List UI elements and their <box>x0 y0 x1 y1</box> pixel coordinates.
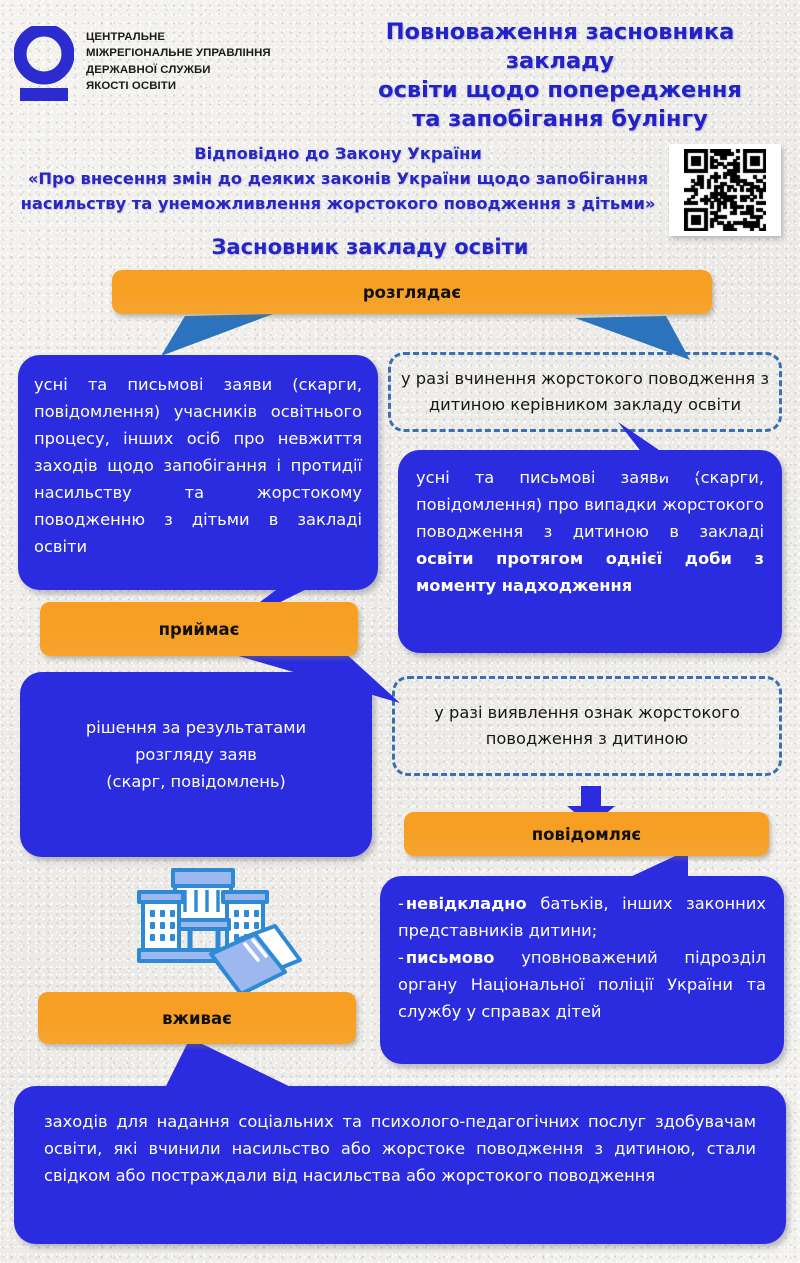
qr-code[interactable] <box>669 144 781 236</box>
left-applications-text: усні та письмові заяви (скарги, повідомл… <box>34 375 362 556</box>
left-applications-box: усні та письмові заяви (скарги, повідомл… <box>18 355 378 590</box>
bullet-1-bold: невідкладно <box>405 894 527 913</box>
right-applications-box: усні та письмові заяви (скарги, повідомл… <box>398 450 782 653</box>
action-takes-label: вживає <box>162 1008 232 1028</box>
arrow-reviews-to-dashed-box <box>575 316 690 360</box>
decisions-line-2: розгляду заяв <box>135 745 257 764</box>
arrow-right-box-to-dashed-box-1 <box>618 422 700 478</box>
right-applications-text-normal: усні та письмові заяви (скарги, повідомл… <box>416 468 764 541</box>
page-title-line-1: Повноваження засновника закладу <box>385 19 735 74</box>
action-accepts-label: приймає <box>158 619 240 639</box>
action-accepts-button[interactable]: приймає <box>40 602 358 656</box>
measures-text: заходів для надання соціальних та психол… <box>44 1112 756 1185</box>
page-title: Повноваження засновника закладу освіти щ… <box>330 18 790 134</box>
list-item: -письмово уповноважений підрозділ органу… <box>398 944 766 1025</box>
section-title: Засновник закладу освіти <box>211 235 529 259</box>
arrow-takes-to-measures-box <box>162 1038 305 1094</box>
action-reviews-button[interactable]: розглядає <box>112 270 712 314</box>
bullet-1-rest: батьків, інших законних представників ди… <box>398 894 766 940</box>
action-takes-button[interactable]: вживає <box>38 992 356 1044</box>
right-applications-text-bold: освіти протягом однієї доби з моменту на… <box>416 549 764 595</box>
page-title-line-2: освіти щодо попередження <box>378 77 742 103</box>
ring-and-bar-logo-icon <box>13 22 75 108</box>
arrow-reviews-to-left-box <box>161 314 273 356</box>
bullet-dash-icon: - <box>398 894 404 913</box>
condition-cruelty-by-head-box: у разі вчинення жорстокого поводження з … <box>388 352 782 432</box>
action-reviews-label: розглядає <box>362 282 462 302</box>
arrow-right-box-to-accepts <box>235 651 400 703</box>
condition-signs-detected-box: у разі виявлення ознак жорстокого поводж… <box>392 676 782 776</box>
logo-line-2: МІЖРЕГІОНАЛЬНЕ УПРАВЛІННЯ <box>86 47 271 60</box>
list-item: -невідкладно батьків, інших законних пре… <box>398 890 766 944</box>
law-reference-line-2: «Про внесення змін до деяких законів Укр… <box>27 169 649 188</box>
decisions-box: рішення за результатами розгляду заяв (с… <box>20 672 372 857</box>
decisions-line-3: (скарг, повідомлень) <box>106 772 286 791</box>
logo-line-4: ЯКОСТІ ОСВІТИ <box>86 80 177 93</box>
action-notifies-button[interactable]: повідомляє <box>404 812 769 856</box>
arrow-notifies-to-bullets-box <box>598 850 688 892</box>
measures-box: заходів для надання соціальних та психол… <box>14 1086 786 1244</box>
bullet-2-bold: письмово <box>405 948 495 967</box>
page-title-line-3: та запобігання булінгу <box>412 106 708 132</box>
logo-line-1: ЦЕНТРАЛЬНЕ <box>86 31 166 43</box>
organization-logo: ЦЕНТРАЛЬНЕ МІЖРЕГІОНАЛЬНЕ УПРАВЛІННЯ ДЕР… <box>13 22 271 108</box>
decisions-line-1: рішення за результатами <box>85 718 307 737</box>
organization-name: ЦЕНТРАЛЬНЕ МІЖРЕГІОНАЛЬНЕ УПРАВЛІННЯ ДЕР… <box>86 22 271 95</box>
condition-signs-detected-line-1: у разі виявлення ознак жорстокого <box>434 703 740 722</box>
bullet-dash-icon: - <box>398 948 404 967</box>
notify-bullets-box: -невідкладно батьків, інших законних пре… <box>380 876 784 1064</box>
law-reference-line-1: Відповідно до Закону України <box>194 144 482 163</box>
law-reference-line-3: насильству та унеможливлення жорстокого … <box>20 194 656 213</box>
condition-cruelty-by-head-text: у разі вчинення жорстокого поводження з … <box>400 369 770 414</box>
school-building-illustration <box>95 868 310 1018</box>
bullet-2-rest: уповноважений підрозділ органу Національ… <box>398 948 766 1021</box>
action-notifies-label: повідомляє <box>531 824 642 844</box>
condition-signs-detected-line-2: поводження з дитиною <box>485 729 689 748</box>
logo-line-3: ДЕРЖАВНОЇ СЛУЖБИ <box>86 63 211 76</box>
law-reference: Відповідно до Закону України «Про внесен… <box>8 141 668 216</box>
